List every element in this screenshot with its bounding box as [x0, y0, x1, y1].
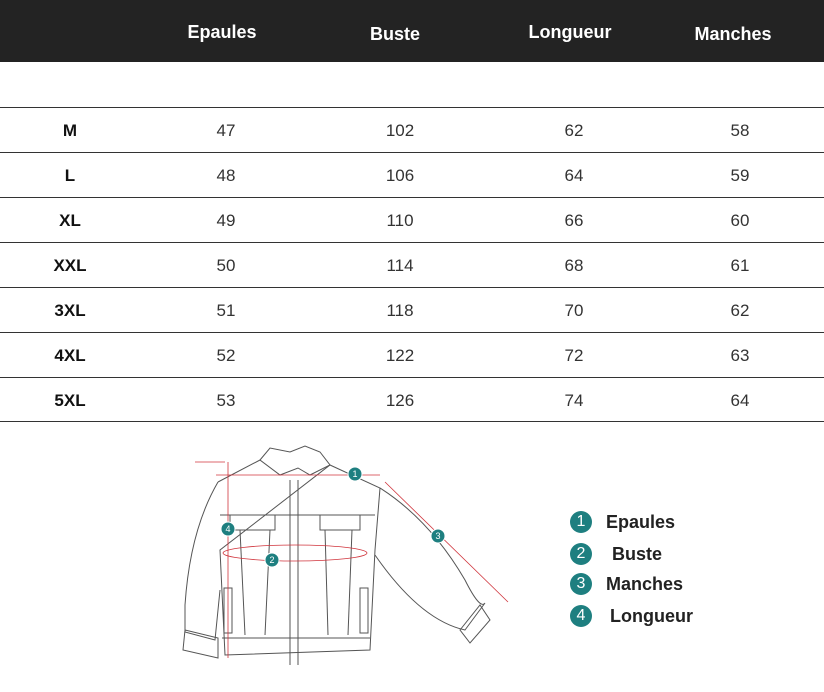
measurement-cell: 70 — [564, 301, 584, 320]
measurement-cell: 64 — [730, 391, 750, 410]
marker-4: 4 — [225, 524, 230, 534]
table-row: L 48 106 64 59 — [0, 152, 824, 198]
header-epaules: Epaules — [187, 22, 257, 42]
marker-3: 3 — [435, 531, 440, 541]
size-label: 3XL — [54, 301, 86, 320]
legend-item: 4 Longueur — [570, 605, 693, 631]
measurement-cell: 60 — [730, 211, 750, 230]
measurement-cell: 114 — [386, 256, 414, 275]
measurement-cell: 64 — [564, 166, 584, 185]
measurement-cell: 51 — [216, 301, 236, 320]
table-row: 3XL 51 118 70 62 — [0, 287, 824, 333]
legend-item: 3 Manches — [570, 573, 683, 599]
measurement-cell: 50 — [216, 256, 236, 275]
divider — [0, 421, 824, 422]
measurement-cell: 106 — [385, 166, 415, 185]
table-row: M 47 102 62 58 — [0, 107, 824, 153]
measurement-cell: 72 — [564, 346, 584, 365]
legend-item: 1 Epaules — [570, 511, 675, 537]
measurement-cell: 102 — [385, 121, 415, 140]
measurement-cell: 52 — [216, 346, 236, 365]
jacket-diagram: 1 2 3 4 — [182, 445, 509, 665]
measurement-cell: 48 — [216, 166, 236, 185]
header-manches: Manches — [694, 24, 772, 44]
size-label: 5XL — [54, 391, 86, 410]
measurement-cell: 66 — [564, 211, 584, 230]
table-row: 5XL 53 126 74 64 — [0, 377, 824, 423]
header-longueur: Longueur — [528, 22, 612, 42]
measurement-cell: 118 — [386, 301, 414, 320]
measurement-cell: 62 — [730, 301, 750, 320]
size-label: M — [62, 121, 78, 140]
legend-badge: 3 — [570, 573, 592, 595]
size-label: XXL — [53, 256, 87, 275]
legend-label: Epaules — [606, 511, 676, 532]
table-row: XXL 50 114 68 61 — [0, 242, 824, 288]
legend-badge: 4 — [570, 605, 592, 627]
legend-label: Manches — [606, 573, 684, 594]
legend-badge: 2 — [570, 543, 592, 565]
measurement-cell: 74 — [564, 391, 584, 410]
legend-item: 2 Buste — [570, 543, 662, 569]
marker-1: 1 — [352, 469, 357, 479]
measurement-cell: 126 — [385, 391, 415, 410]
size-label: L — [64, 166, 76, 185]
size-label: XL — [59, 211, 81, 230]
measurement-cell: 59 — [730, 166, 750, 185]
measurement-cell: 47 — [216, 121, 236, 140]
measurement-cell: 68 — [564, 256, 584, 275]
measurement-cell: 49 — [216, 211, 236, 230]
measurement-cell: 110 — [386, 211, 414, 230]
measurement-cell: 62 — [564, 121, 584, 140]
measurement-cell: 122 — [385, 346, 415, 365]
header-buste: Buste — [369, 24, 421, 44]
measurement-cell: 61 — [730, 256, 750, 275]
table-row: 4XL 52 122 72 63 — [0, 332, 824, 378]
measurement-cell: 63 — [730, 346, 750, 365]
marker-2: 2 — [269, 555, 274, 565]
legend-label: Longueur — [610, 605, 693, 626]
table-header: Epaules Buste Longueur Manches — [0, 0, 824, 62]
measurement-cell: 58 — [730, 121, 750, 140]
legend-label: Buste — [612, 543, 663, 564]
measurement-cell: 53 — [216, 391, 236, 410]
table-row: XL 49 110 66 60 — [0, 197, 824, 243]
legend-badge: 1 — [570, 511, 592, 533]
size-label: 4XL — [54, 346, 86, 365]
